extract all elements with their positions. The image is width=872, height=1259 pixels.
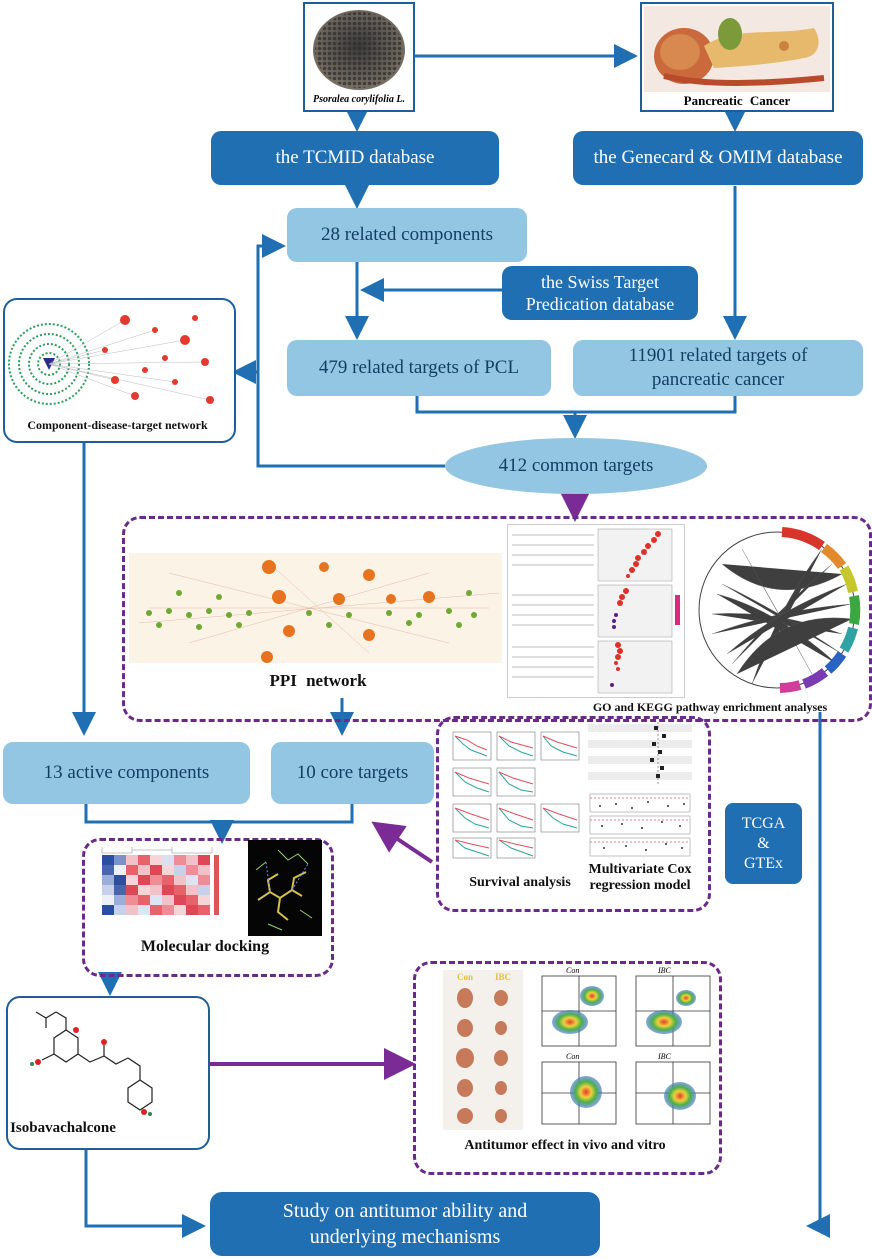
cox-caption-line-1: Multivariate Cox — [588, 862, 692, 877]
forest-graphic — [588, 722, 692, 857]
ibc-label-photo: IBC — [495, 972, 512, 982]
pc-targets-line-2: pancreatic cancer — [651, 369, 785, 390]
chord-graphic — [698, 527, 861, 693]
tumor-samples — [456, 988, 508, 1124]
dotplot-graphic — [512, 528, 680, 694]
common-targets-ellipse: 412 common targets — [445, 438, 707, 494]
tcga-line-3: GTEx — [743, 854, 784, 872]
related-components-box: 28 related components — [287, 208, 527, 262]
molecular-docking-panel — [82, 838, 334, 977]
cox-caption: Multivariate Cox regression model — [585, 862, 695, 894]
herb-image-card: Psoralea corylifolia L. — [303, 2, 415, 112]
cox-forest-plot — [588, 722, 692, 860]
chord-diagram — [692, 524, 862, 696]
genecard-omim-database-box: the Genecard & OMIM database — [573, 131, 863, 185]
core-targets-box: 10 core targets — [271, 742, 434, 804]
antitumor-caption: Antitumor effect in vivo and vitro — [464, 1138, 666, 1153]
docking-heatmap — [92, 845, 226, 925]
ibc-label-flow-top: IBC — [658, 966, 671, 975]
seed-pile-illustration — [313, 10, 405, 90]
tcga-gtex-box: TCGA & GTEx — [725, 803, 802, 884]
cox-caption-line-2: regression model — [589, 878, 691, 893]
survival-cox-panel — [436, 716, 711, 912]
flow-cytometry-plots: Con IBC Con IBC — [528, 966, 714, 1130]
survival-km-grid — [451, 730, 581, 860]
final-line-1: Study on antitumor ability and — [282, 1200, 528, 1222]
ppi-graph — [138, 560, 500, 663]
con-label-flow-bottom: Con — [566, 1052, 580, 1061]
herb-label: Psoralea corylifolia L. — [313, 94, 405, 105]
enrichment-caption: GO and KEGG pathway enrichment analyses — [592, 700, 828, 714]
antitumor-panel — [413, 961, 722, 1175]
disease-label: Pancreatic Cancer — [683, 93, 791, 108]
pancreas-illustration — [644, 6, 830, 92]
final-study-box: Study on antitumor ability and underlyin… — [210, 1192, 600, 1256]
tcga-line-2: & — [757, 834, 770, 852]
go-enrichment-dotplot — [507, 524, 685, 698]
component-network-card: Component-disease-target network — [3, 298, 236, 443]
chemical-structure — [30, 1011, 153, 1116]
con-label-flow-top: Con — [566, 966, 580, 975]
pc-targets-line-1: 11901 related targets of — [628, 345, 808, 367]
compound-caption: Isobavachalcone — [10, 1120, 116, 1136]
pancreatic-targets-box: 11901 related targets of pancreatic canc… — [573, 340, 863, 396]
con-label-photo: Con — [457, 972, 474, 982]
tcga-line-1: TCGA — [741, 814, 786, 832]
swiss-target-database-box: the Swiss Target Predication database — [502, 266, 698, 320]
swiss-line-1: the Swiss Target — [540, 271, 660, 292]
docking-caption: Molecular docking — [140, 938, 270, 955]
survival-caption: Survival analysis — [469, 875, 571, 890]
isobavachalcone-card: Isobavachalcone — [6, 996, 210, 1150]
ibc-label-flow-bottom: IBC — [658, 1052, 671, 1061]
tcmid-database-box: the TCMID database — [211, 131, 499, 185]
active-components-box: 13 active components — [3, 742, 250, 804]
heatmap-graphic — [101, 847, 219, 915]
ppi-enrichment-panel — [122, 516, 872, 722]
disease-image-card: Pancreatic Cancer — [640, 2, 834, 112]
tumor-photo: Con IBC — [443, 970, 523, 1130]
docking-structure — [255, 849, 313, 931]
ppi-network-image — [129, 553, 502, 663]
network-graph — [8, 315, 214, 405]
pcl-targets-box: 479 related targets of PCL — [287, 340, 551, 396]
network-caption: Component-disease-target network — [27, 418, 208, 432]
docking-3d-image — [248, 840, 322, 936]
swiss-line-2: Predication database — [525, 294, 675, 314]
ppi-caption: PPI network — [269, 671, 367, 690]
final-line-2: underlying mechanisms — [309, 1226, 501, 1248]
km-curves — [452, 731, 580, 859]
flow-scatter-graphic — [541, 975, 711, 1125]
